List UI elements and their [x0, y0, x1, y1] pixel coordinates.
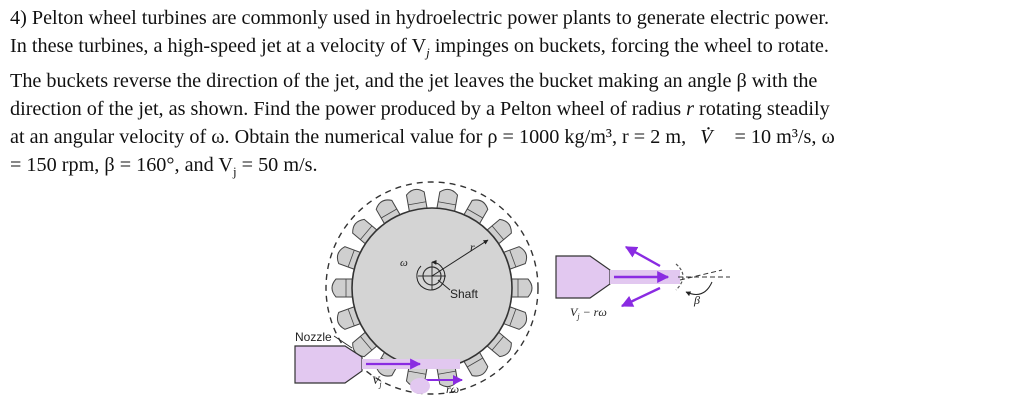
nozzle-label: Nozzle [295, 330, 332, 344]
radius-arrow [431, 239, 489, 277]
problem-line-6: = 150 rpm, β = 160°, and Vj = 50 m/s. [10, 151, 1014, 186]
beta-angle-arc [685, 281, 713, 297]
exit-jet-arrow-down [620, 286, 661, 308]
problem-text-5b: = 10 m³/s, ω [734, 126, 835, 149]
nozzle-leader [333, 335, 353, 349]
problem-line-1: 4) Pelton wheel turbines are commonly us… [10, 4, 1014, 32]
problem-text-3: The buckets reverse the direction of the… [10, 70, 818, 93]
rotation-arrow [416, 259, 446, 291]
problem-text-2-sub: j [426, 45, 430, 61]
problem-line-5: at an angular velocity of ω. Obtain the … [10, 118, 1014, 151]
volume-flow-symbol: ·V [700, 118, 713, 149]
exit-jet-arrow-up [624, 245, 661, 268]
shaft-leader-line [437, 279, 451, 291]
bucket [331, 278, 355, 298]
problem-text-4-r: r [686, 98, 694, 121]
bucket [436, 188, 459, 214]
problem-line-4: direction of the jet, as shown. Find the… [10, 95, 1014, 123]
exit-direction-line [679, 269, 723, 281]
relative-velocity-label: Vj − rω [570, 305, 607, 321]
beta-label: β [693, 293, 700, 307]
problem-text-6-sub: j [232, 164, 237, 180]
detail-nozzle [555, 255, 611, 299]
nozzle [294, 345, 363, 384]
detail-bucket [675, 263, 684, 291]
bucket [405, 188, 428, 214]
radius-label: r [470, 240, 475, 254]
problem-text-2b: impinges on buckets, forcing the wheel t… [429, 35, 829, 57]
bucket-speed-label: rω [446, 382, 459, 396]
problem-statement: 4) Pelton wheel turbines are commonly us… [10, 4, 1014, 186]
problem-line-3: The buckets reverse the direction of the… [10, 67, 1014, 95]
omega-label: ω [400, 257, 408, 269]
problem-text-4a: direction of the jet, as shown. Find the… [10, 98, 687, 121]
bucket-path-dashed-circle [325, 181, 539, 395]
bucket [509, 278, 533, 298]
problem-text-5-V: V [700, 126, 713, 149]
problem-line-2: In these turbines, a high-speed jet at a… [10, 32, 1014, 67]
problem-text-1: 4) Pelton wheel turbines are commonly us… [10, 7, 829, 29]
jet-velocity-label: Vj [372, 373, 382, 389]
jet-splash [410, 378, 430, 394]
shaft-label: Shaft [450, 287, 479, 301]
problem-text-4b: rotating steadily [693, 98, 830, 121]
problem-text-5a: at an angular velocity of ω. Obtain the … [10, 126, 687, 149]
problem-text-6b: = 50 m/s. [236, 154, 318, 177]
problem-text-2a: In these turbines, a high-speed jet at a… [10, 35, 427, 57]
problem-text-6a: = 150 rpm, β = 160°, and V [10, 154, 233, 177]
